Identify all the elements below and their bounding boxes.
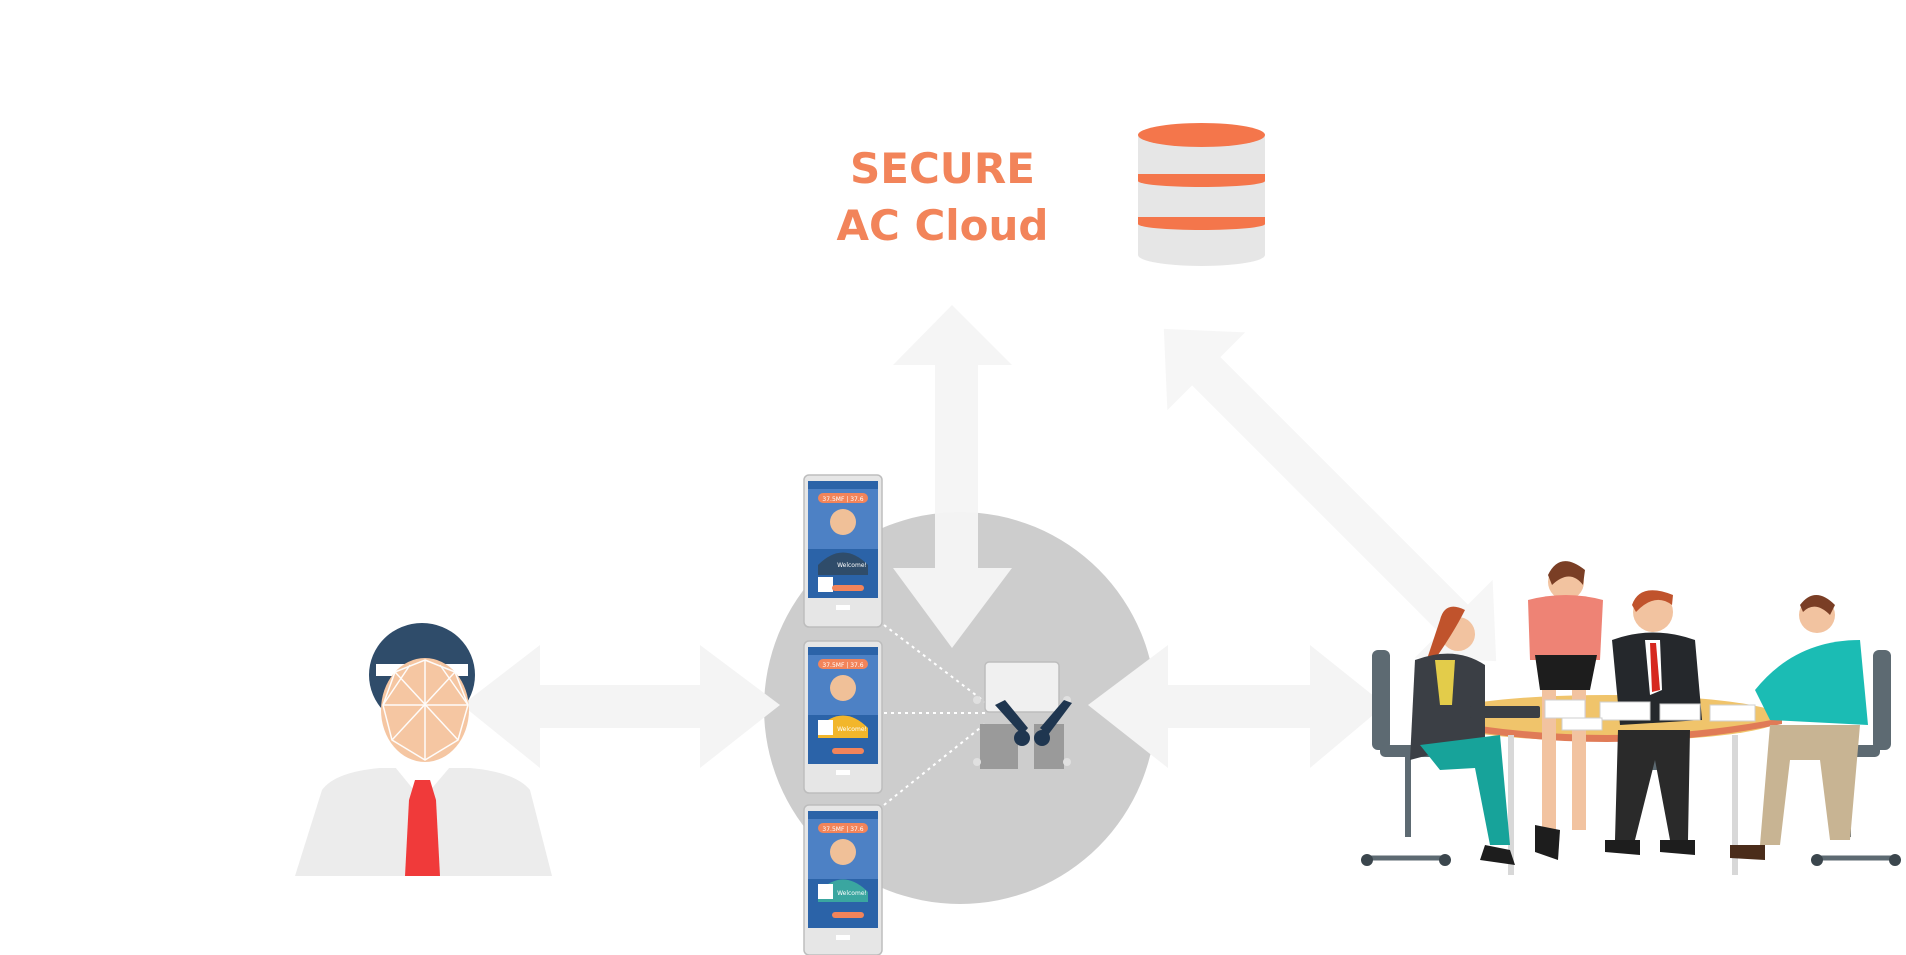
face-recognition-person-icon — [295, 623, 552, 876]
access-controller-icon — [973, 661, 1072, 769]
device-tablet-3 — [803, 804, 883, 955]
arrow-diagonal — [1163, 328, 1497, 662]
arrow-vertical — [893, 305, 1012, 648]
cloud-title: SECURE AC Cloud — [800, 140, 1085, 254]
device-1-welcome: Welcome! — [837, 562, 867, 569]
arrow-left-horizontal — [462, 645, 780, 768]
team-meeting-icon — [1361, 561, 1901, 875]
device-3-chip: 37.5MF | 37.6 — [822, 826, 863, 833]
database-icon — [1138, 123, 1265, 266]
device-tablet-1 — [803, 474, 883, 628]
device-connection-lines — [883, 624, 986, 806]
device-3-welcome: Welcome! — [837, 890, 867, 897]
device-1-chip: 37.5MF | 37.6 — [822, 496, 863, 503]
cloud-title-line2: AC Cloud — [836, 201, 1049, 250]
cloud-title-line1: SECURE — [850, 144, 1035, 193]
device-tablet-2 — [803, 640, 883, 794]
arrow-right-horizontal — [1088, 645, 1385, 768]
device-2-chip: 37.5MF | 37.6 — [822, 662, 863, 669]
device-2-welcome: Welcome! — [837, 726, 867, 733]
